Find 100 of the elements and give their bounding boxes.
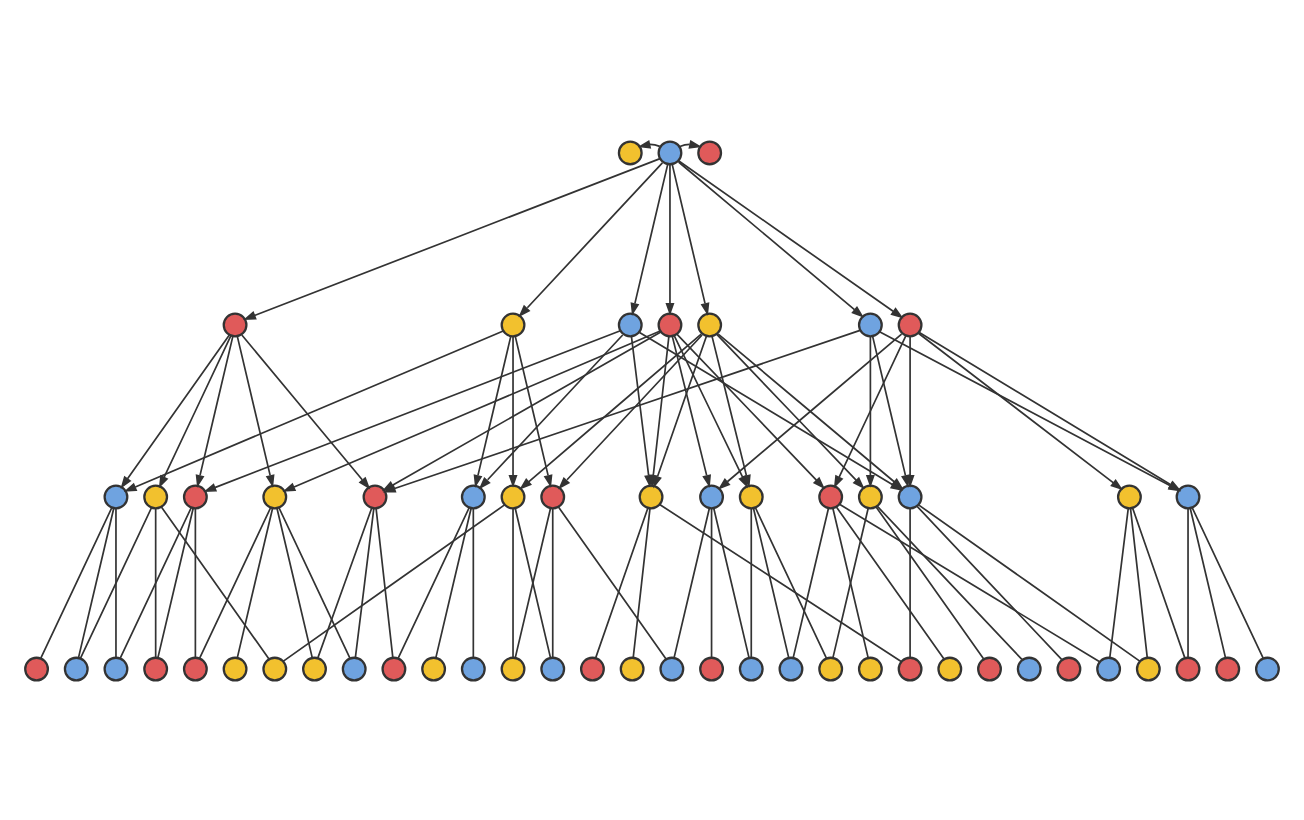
connector	[194, 506, 197, 658]
node-circle	[460, 655, 486, 681]
arrow	[473, 334, 512, 487]
node-circle	[540, 655, 566, 681]
node-circle	[638, 483, 664, 509]
node-circle	[1135, 655, 1161, 681]
connector	[876, 504, 1023, 660]
node-circle	[222, 311, 248, 337]
node-circle	[540, 483, 566, 509]
node-circle	[857, 311, 883, 337]
node-circle	[1056, 655, 1082, 681]
arrow	[637, 138, 661, 148]
connector	[835, 505, 945, 659]
connector	[1191, 506, 1264, 658]
node-circle	[1116, 483, 1142, 509]
arrow	[677, 160, 864, 317]
arrow	[665, 162, 675, 315]
arrow	[236, 334, 275, 487]
node-circle	[182, 483, 208, 509]
connector	[282, 503, 506, 661]
node-circle	[1175, 655, 1201, 681]
node-circle	[657, 311, 683, 337]
connector	[316, 506, 373, 658]
connector	[909, 506, 911, 658]
node-circle	[937, 655, 963, 681]
node-circle	[818, 483, 844, 509]
node-circle	[1175, 483, 1201, 509]
arrow	[905, 334, 915, 487]
arrow	[241, 333, 371, 489]
arrow	[514, 334, 553, 487]
node-circle	[262, 483, 288, 509]
connector	[1129, 506, 1149, 658]
node-circle	[1016, 655, 1042, 681]
connector	[710, 506, 713, 658]
node-circle	[262, 655, 288, 681]
node-circle	[341, 655, 367, 681]
arrow	[120, 333, 231, 488]
node-circle	[24, 655, 50, 681]
node-circle	[500, 311, 526, 337]
connector	[1189, 506, 1227, 658]
node-circle	[897, 311, 923, 337]
node-circle	[659, 655, 685, 681]
node-circle	[857, 655, 883, 681]
node-circle	[381, 655, 407, 681]
connector	[40, 506, 113, 658]
connector	[832, 506, 869, 658]
node-circle	[697, 139, 723, 165]
connector	[792, 506, 830, 658]
node-circle	[500, 655, 526, 681]
node-circle	[617, 139, 643, 165]
node-circle	[1215, 655, 1241, 681]
node-circle	[738, 483, 764, 509]
connector	[512, 506, 514, 658]
node-circle	[302, 655, 327, 681]
node-circle	[699, 655, 725, 681]
node-circle	[977, 655, 1002, 681]
connector	[79, 506, 153, 658]
node-circle	[897, 655, 923, 681]
arrow	[671, 162, 710, 315]
arrow	[671, 334, 712, 487]
node-circle	[1254, 655, 1280, 681]
connector	[673, 506, 711, 658]
node-circle	[362, 483, 388, 509]
arrow	[630, 162, 669, 315]
connector	[754, 506, 828, 658]
connector	[750, 506, 753, 658]
connector	[276, 506, 314, 658]
node-circle	[222, 655, 248, 681]
node-circle	[63, 655, 89, 681]
node-circle	[699, 483, 725, 509]
connector	[594, 506, 649, 658]
connector	[198, 506, 272, 658]
node-circle	[857, 483, 883, 509]
connector	[1187, 506, 1189, 658]
arrow	[677, 158, 904, 318]
node-circle	[778, 655, 804, 681]
connector	[375, 506, 394, 658]
connector	[157, 506, 194, 658]
connector	[236, 506, 274, 658]
node-circle	[1096, 655, 1122, 681]
arrow	[865, 334, 875, 487]
node-circle	[143, 655, 169, 681]
arrow	[508, 334, 518, 487]
connector	[658, 502, 902, 662]
connector	[115, 506, 117, 658]
node-circle	[818, 655, 844, 681]
arrow	[518, 161, 664, 317]
connector	[514, 506, 552, 658]
connector	[435, 506, 472, 658]
connector	[472, 506, 475, 658]
connector	[557, 505, 667, 659]
node-circle	[500, 483, 526, 509]
connector	[875, 505, 985, 659]
node-circle	[617, 311, 643, 337]
arrow	[653, 334, 708, 488]
arrow	[917, 331, 1124, 490]
node-circle	[460, 483, 486, 509]
node-circle	[619, 655, 645, 681]
connector	[839, 502, 1101, 662]
connector	[154, 506, 157, 658]
